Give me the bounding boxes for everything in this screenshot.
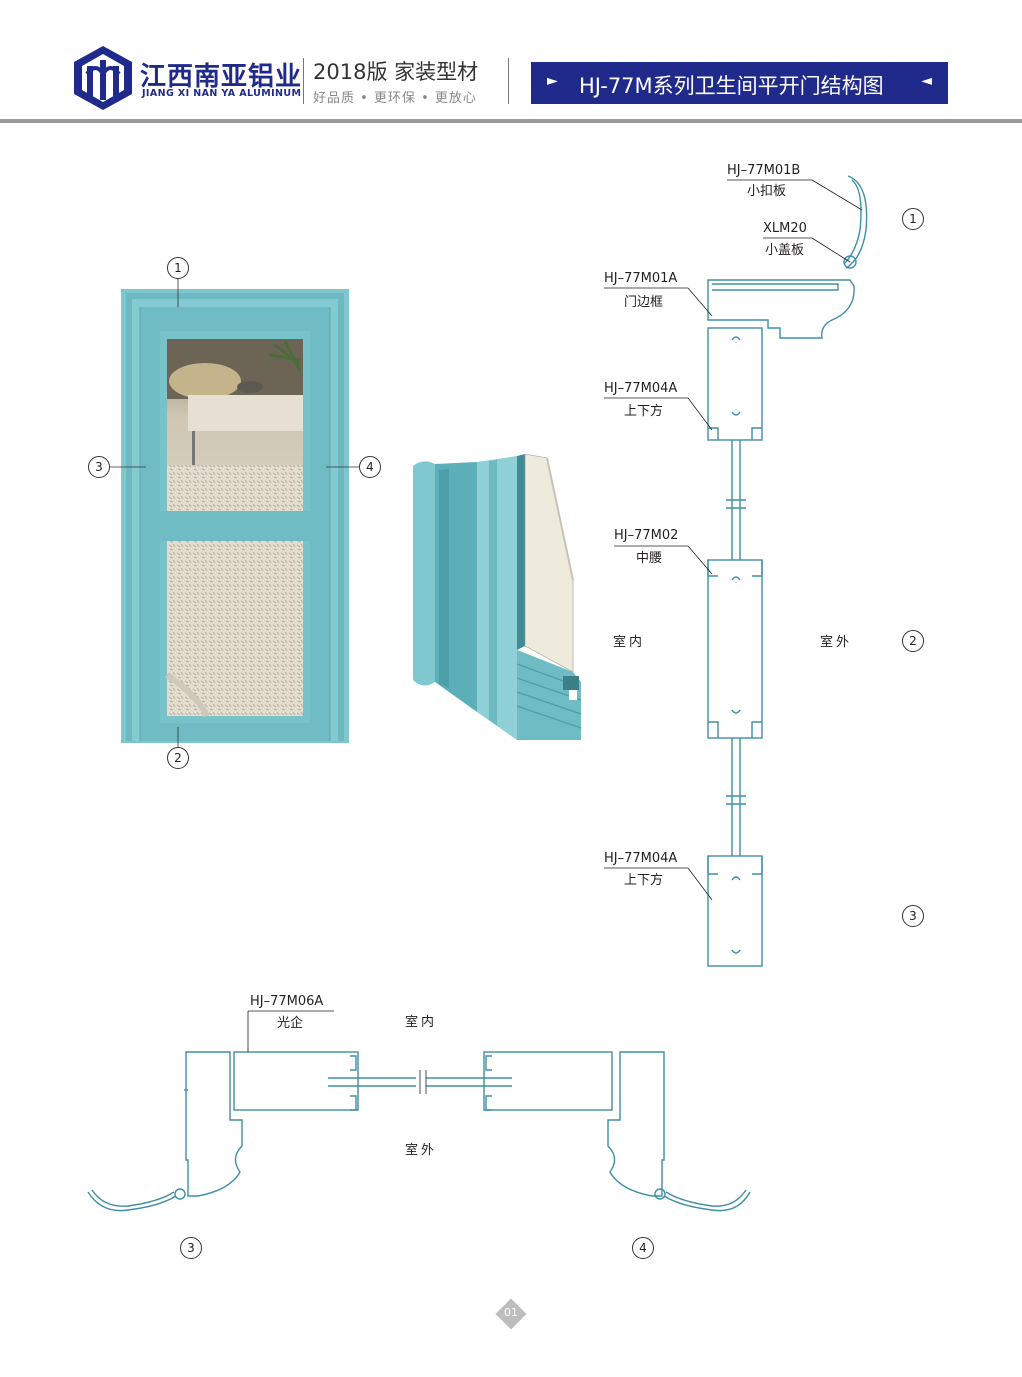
slogan: 好品质 • 更环保 • 更放心: [313, 91, 477, 106]
part-name: 上下方: [624, 404, 664, 419]
door-elevation: [110, 277, 360, 749]
arrow-right-icon: ►: [547, 73, 558, 89]
part-name: 上下方: [624, 873, 664, 888]
part-name: 光企: [277, 1016, 304, 1031]
part-code: HJ–77M04A: [604, 851, 678, 866]
page-number: 01: [504, 1306, 518, 1319]
part-code: HJ–77M06A: [250, 994, 324, 1009]
brand-name-cn: 江西南亚铝业: [140, 62, 303, 92]
part-code: HJ–77M01B: [727, 163, 801, 178]
outdoor-label: 室外: [405, 1143, 438, 1158]
callout-3: 3: [180, 1237, 202, 1259]
vertical-section-drawing: [604, 175, 868, 967]
part-code: HJ–77M01A: [604, 271, 678, 286]
callout-3: 3: [88, 456, 110, 478]
brand-name-en: JIANG XI NAN YA ALUMINUM: [142, 88, 302, 99]
callout-4: 4: [359, 456, 381, 478]
indoor-label: 室内: [405, 1015, 438, 1030]
profile-3d-render: [413, 453, 582, 740]
callout-2: 2: [902, 630, 924, 652]
part-name: 小扣板: [747, 184, 787, 199]
callout-3: 3: [902, 905, 924, 927]
part-code: XLM20: [763, 221, 807, 236]
callout-1: 1: [167, 257, 189, 279]
arrow-left-icon: ◄: [921, 73, 932, 89]
divider: [508, 58, 509, 104]
page-title-band: ► HJ-77M系列卫生间平开门结构图 ◄: [531, 62, 948, 104]
part-name: 中腰: [636, 551, 663, 566]
header-rule: [0, 119, 1022, 123]
part-code: HJ–77M04A: [604, 381, 678, 396]
callout-2: 2: [167, 747, 189, 769]
callout-4: 4: [632, 1237, 654, 1259]
part-name: 门边框: [624, 295, 664, 310]
company-logo: [72, 44, 134, 116]
part-name: 小盖板: [765, 243, 805, 258]
page-title: HJ-77M系列卫生间平开门结构图: [579, 74, 884, 98]
outdoor-label: 室外: [820, 635, 853, 650]
horizontal-section-drawing: [87, 1010, 751, 1212]
part-code: HJ–77M02: [614, 528, 679, 543]
callout-1: 1: [902, 208, 924, 230]
divider: [303, 58, 304, 104]
indoor-label: 室内: [613, 635, 646, 650]
edition-label: 2018版 家装型材: [313, 60, 479, 84]
